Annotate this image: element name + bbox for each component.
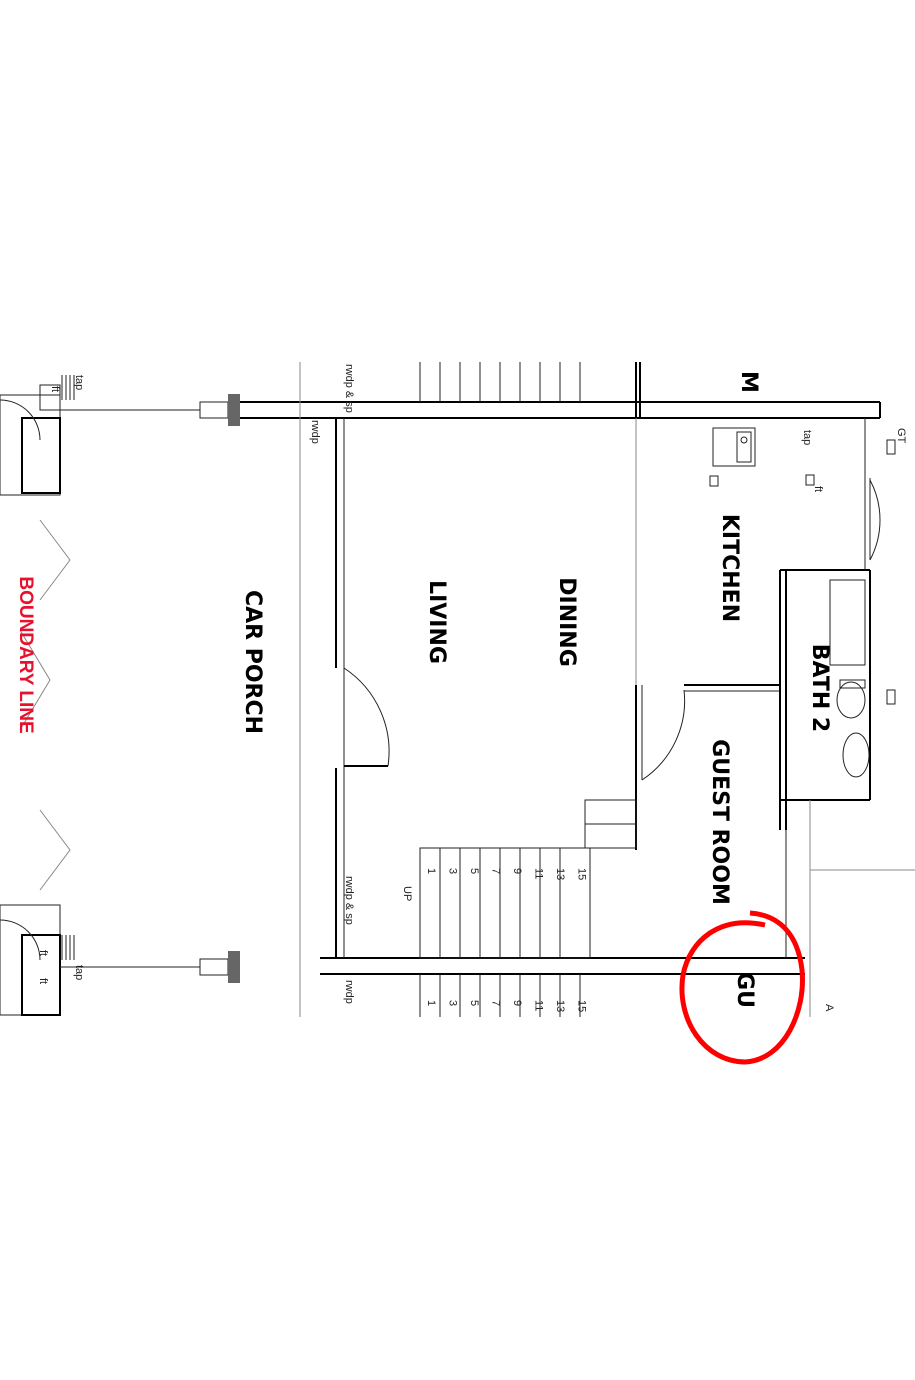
kitchen-sink — [709, 427, 815, 487]
room-label-guest-room: GUEST ROOM — [707, 739, 732, 905]
room-label-car-porch: CAR PORCH — [240, 590, 265, 734]
ft-label-b1: ft — [37, 950, 49, 956]
stair-number-6: 13 — [554, 868, 566, 880]
rwdp-sp-label-bottom: rwdp & sp — [343, 876, 355, 925]
ft-label-top: ft — [49, 386, 61, 392]
stair-number-lower-1: 3 — [447, 1000, 459, 1006]
stair-number-lower-2: 5 — [468, 1000, 480, 1006]
stair-number-lower-4: 9 — [511, 1000, 523, 1006]
boundary-structure-bottom — [0, 904, 240, 1016]
ft-label-b2: ft — [37, 978, 49, 984]
up-label: UP — [401, 886, 413, 901]
boundary-structure-top — [0, 375, 240, 496]
bath-fixtures — [829, 439, 896, 778]
gt-label: GT — [895, 428, 907, 444]
room-label-living: LIVING — [424, 580, 449, 664]
stair-number-2: 5 — [468, 868, 480, 874]
room-label-dining: DINING — [554, 577, 579, 667]
stair-number-3: 7 — [490, 868, 502, 874]
room-label-kitchen: KITCHEN — [717, 514, 742, 622]
stairs-middle — [419, 799, 637, 959]
stair-number-7: 15 — [576, 868, 588, 880]
rwdp-sp-label-top: rwdp & sp — [343, 364, 355, 413]
boundary-zigzag — [19, 519, 71, 891]
tap-label-kitchen: tap — [801, 430, 813, 445]
stair-number-4: 9 — [511, 868, 523, 874]
rwdp-label-top: rwdp — [309, 420, 321, 444]
rwdp-label-bottom: rwdp — [343, 980, 355, 1004]
stair-number-1: 3 — [447, 868, 459, 874]
boundary-line-label: BOUNDARY LINE — [15, 576, 36, 733]
ft-label-kitchen: ft — [812, 486, 824, 492]
stair-number-lower-0: 1 — [425, 1000, 437, 1006]
room-label-bath2: BATH 2 — [807, 644, 832, 732]
stair-number-lower-6: 13 — [554, 1000, 566, 1012]
stair-number-lower-5: 11 — [533, 1000, 545, 1011]
tap-label-top: tap — [73, 375, 85, 390]
stair-number-lower-3: 7 — [490, 1000, 502, 1006]
stair-number-lower-7: 15 — [576, 1000, 588, 1012]
tap-label-bottom: tap — [73, 965, 85, 980]
walls — [240, 362, 915, 1017]
stairs-bottom — [419, 974, 581, 1017]
room-label-guest-partial: GU — [732, 972, 757, 1008]
highlight-circle — [679, 910, 805, 1065]
a-partial-label: A — [823, 1004, 835, 1012]
stairs-top — [419, 362, 581, 402]
room-label-m-partial: M — [736, 371, 761, 393]
stair-number-0: 1 — [425, 868, 437, 874]
stair-number-5: 11 — [533, 868, 545, 879]
